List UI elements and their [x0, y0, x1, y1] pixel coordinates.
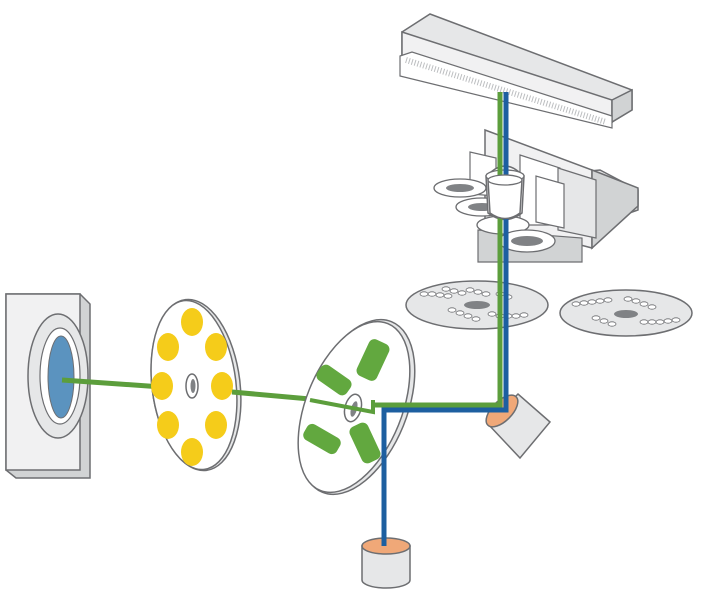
slide-stage-icon	[399, 13, 633, 129]
sample-plate-icon	[405, 280, 549, 330]
emission-beam-segment	[61, 377, 163, 390]
light-source-icon	[485, 392, 552, 460]
emission-beam-segment	[309, 398, 375, 415]
objective-turret-icon	[433, 128, 639, 263]
detector-icon	[5, 293, 91, 479]
sample-plate-icon	[559, 289, 693, 337]
excitation-beam	[381, 92, 509, 546]
filter-wheel-icon	[150, 298, 242, 472]
objective-lens-icon	[487, 174, 523, 220]
emission-beam-segment	[231, 389, 311, 402]
